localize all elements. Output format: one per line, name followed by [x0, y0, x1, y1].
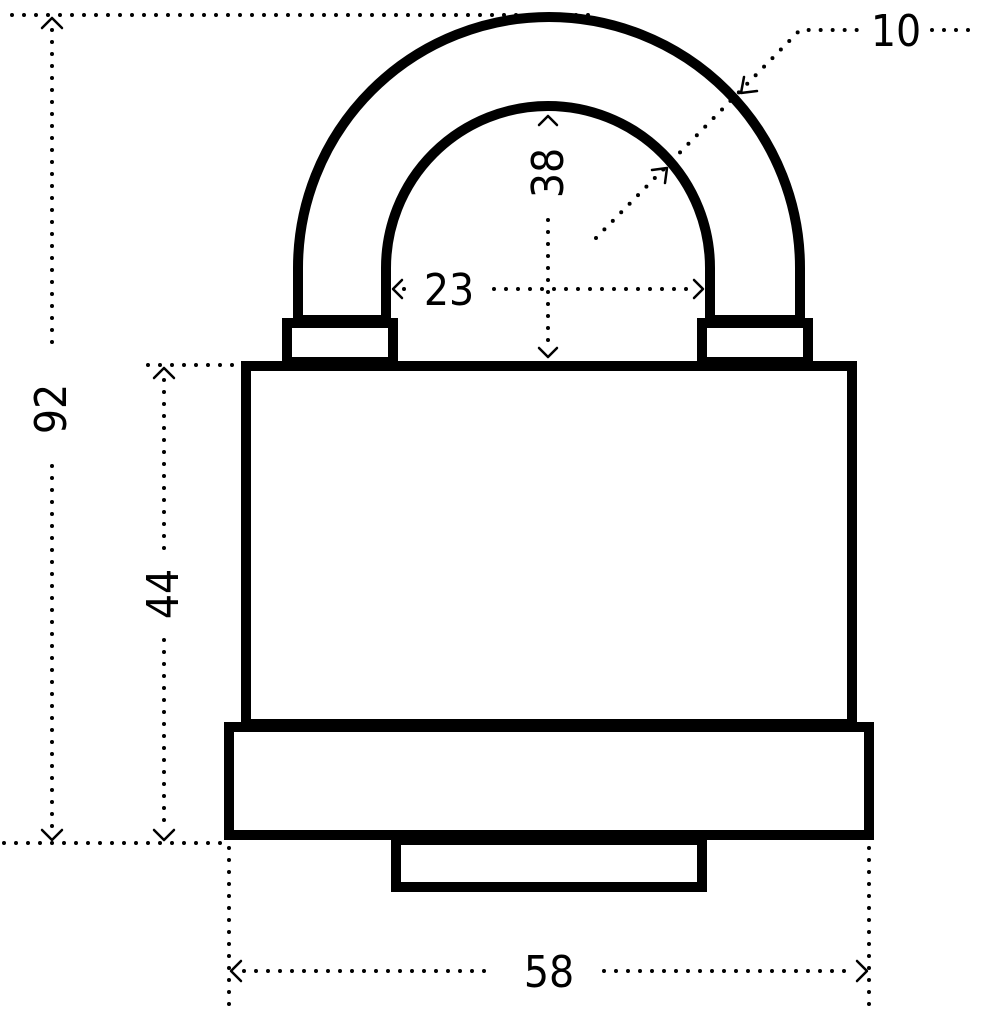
body-height-label: 44 — [138, 569, 189, 619]
arrow-right-icon — [692, 278, 705, 300]
arrow-up-icon — [40, 16, 64, 30]
total-width-label: 58 — [524, 947, 574, 998]
lock-base-band — [224, 722, 874, 840]
dimension-total-height: 92 — [26, 16, 77, 842]
dimension-shackle-inner-width: 23 — [391, 265, 705, 316]
arrow-down-icon — [152, 828, 176, 842]
dimension-shackle-thickness: 10 — [650, 6, 921, 185]
shackle-collar-right — [697, 318, 813, 367]
dimension-body-height: 44 — [138, 366, 189, 842]
dimension-total-width: 58 — [229, 947, 869, 998]
total-height-label: 92 — [26, 384, 77, 434]
arrow-left-icon — [229, 959, 243, 983]
arrow-outer-icon — [739, 75, 759, 95]
arrow-right-icon — [855, 959, 869, 983]
shackle-collar-left — [282, 318, 398, 367]
shackle-inner-width-label: 23 — [424, 265, 474, 316]
dimension-shackle-clearance: 38 — [523, 114, 574, 359]
shackle-thickness-label: 10 — [871, 6, 921, 57]
padlock-drawing — [224, 12, 874, 892]
arrow-down-icon — [40, 828, 64, 842]
extension-lines — [2, 13, 980, 1014]
arrow-up-icon — [537, 114, 559, 127]
lock-body — [241, 361, 857, 729]
keyway-plate — [391, 835, 707, 892]
arrow-inner-icon — [650, 166, 669, 185]
shackle — [293, 12, 805, 325]
arrow-down-icon — [537, 346, 559, 359]
shackle-clearance-label: 38 — [523, 148, 574, 198]
arrow-left-icon — [391, 278, 404, 300]
arrow-up-icon — [152, 366, 176, 380]
